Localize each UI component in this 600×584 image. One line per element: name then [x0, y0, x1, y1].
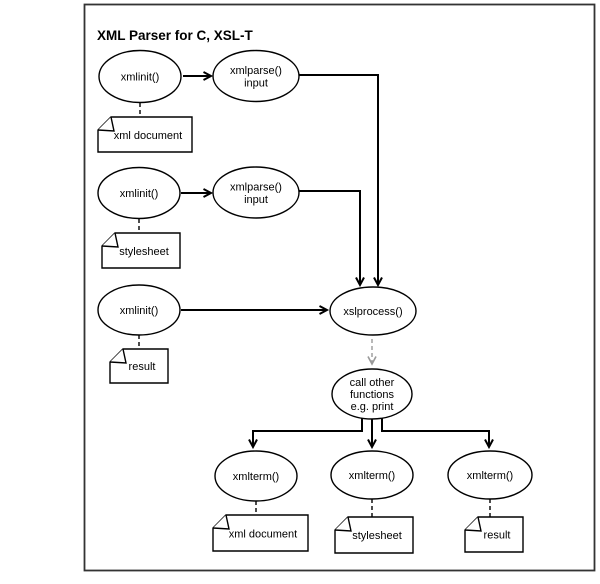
- xmlinit-2-ellipse: [97, 166, 181, 220]
- diagram-frame: [83, 3, 596, 572]
- diagram-title: XML Parser for C, XSL-T: [97, 28, 254, 43]
- call-other-label-line3: e.g. print: [351, 401, 394, 413]
- node-xmlterm-1: xmlterm(): [214, 450, 298, 502]
- xmlterm-2-label: xmlterm(): [349, 470, 395, 482]
- doc-label: xml document: [229, 529, 297, 541]
- doc-label: result: [484, 530, 511, 542]
- xmlterm-2-ellipse: [330, 450, 414, 500]
- call-other-label-line2: functions: [350, 389, 395, 401]
- xmlterm-1-label: xmlterm(): [233, 471, 279, 483]
- document-icon: [334, 516, 414, 554]
- xmlparse-2-label-line2: input: [244, 194, 268, 206]
- doc-label: result: [129, 361, 156, 373]
- node-xmlparse-2: xmlparse() input: [212, 166, 300, 219]
- doc-label: stylesheet: [119, 246, 169, 258]
- xmlparse-1-label-line1: xmlparse(): [230, 65, 282, 77]
- node-xmlinit-3: xmlinit(): [97, 284, 181, 336]
- xmlinit-1-label: xmlinit(): [121, 72, 160, 84]
- node-xmlinit-2: xmlinit(): [97, 166, 181, 220]
- xmlparse-1-ellipse: [212, 49, 300, 103]
- call-other-label-line1: call other: [350, 377, 395, 389]
- arrow-parse2-to-xslprocess: [299, 190, 365, 288]
- doc-xml-document-top: xml document: [97, 116, 193, 153]
- xmlparse-1-label-line2: input: [244, 78, 268, 90]
- xmlterm-3-label: xmlterm(): [467, 470, 513, 482]
- xmlparse-2-ellipse: [212, 166, 300, 219]
- doc-result-bottom: result: [464, 516, 524, 553]
- xmlinit-2-label: xmlinit(): [120, 188, 159, 200]
- node-xmlparse-1: xmlparse() input: [212, 49, 300, 103]
- xslprocess-label: xslprocess(): [343, 306, 402, 318]
- document-fold-icon: [464, 516, 482, 532]
- arrow-callother-to-term3: [381, 418, 494, 450]
- arrow-parse1-to-xslprocess: [299, 74, 383, 288]
- xmlterm-1-ellipse: [214, 450, 298, 502]
- xmlinit-3-label: xmlinit(): [120, 305, 159, 317]
- doc-label: stylesheet: [352, 530, 402, 542]
- doc-stylesheet-top: stylesheet: [101, 232, 181, 269]
- node-xmlterm-2: xmlterm(): [330, 450, 414, 500]
- node-call-other-functions: call other functions e.g. print: [331, 368, 413, 420]
- xmlparse-2-label-line1: xmlparse(): [230, 182, 282, 194]
- node-xmlinit-1: xmlinit(): [98, 49, 182, 104]
- doc-xml-document-bottom: xml document: [212, 514, 309, 552]
- call-other-ellipse: [331, 368, 413, 420]
- document-icon: [101, 232, 181, 269]
- node-xslprocess: xslprocess(): [329, 286, 417, 336]
- node-xmlterm-3: xmlterm(): [447, 450, 533, 500]
- document-fold-icon: [97, 116, 115, 132]
- doc-label: xml document: [114, 130, 182, 142]
- document-fold-icon: [212, 514, 230, 530]
- xslprocess-ellipse: [329, 286, 417, 336]
- xmlinit-1-ellipse: [98, 49, 182, 104]
- xmlinit-3-ellipse: [97, 284, 181, 336]
- document-fold-icon: [101, 232, 119, 248]
- doc-result-top: result: [109, 348, 169, 384]
- doc-stylesheet-bottom: stylesheet: [334, 516, 414, 554]
- document-fold-icon: [334, 516, 352, 532]
- document-fold-icon: [109, 348, 127, 364]
- arrow-callother-to-term1: [248, 418, 363, 450]
- document-icon: [212, 514, 309, 552]
- xmlterm-3-ellipse: [447, 450, 533, 500]
